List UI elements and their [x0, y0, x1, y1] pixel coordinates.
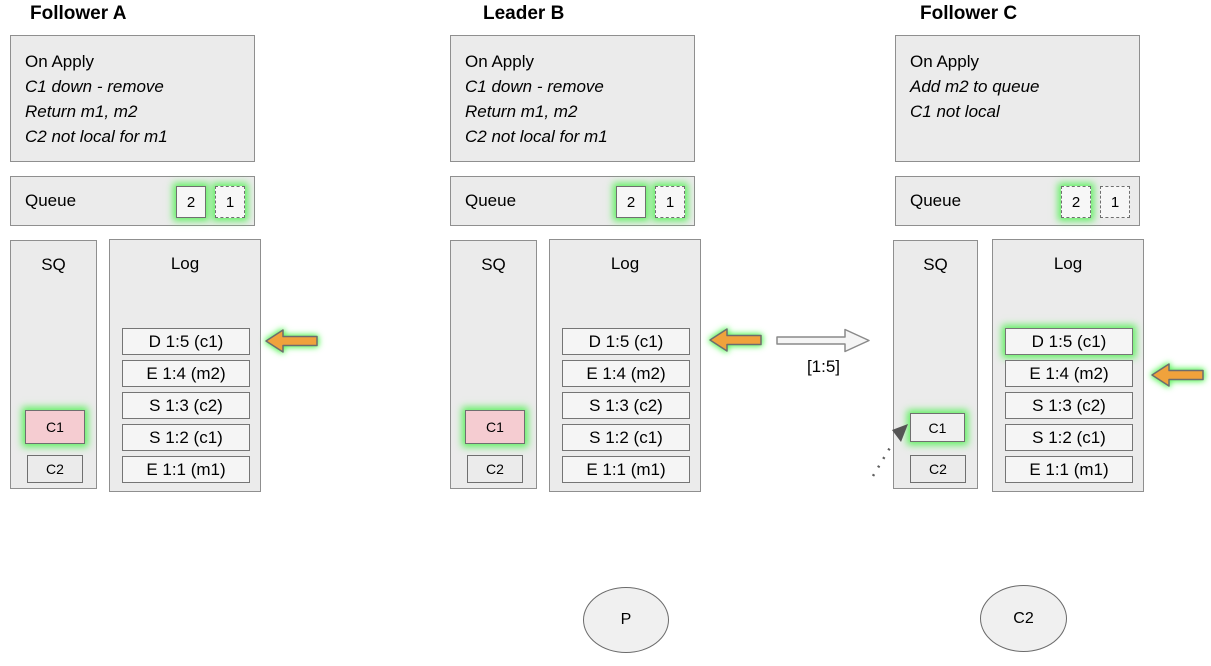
- process-ellipse-c2: C2: [980, 585, 1067, 652]
- node-follower-a: Follower A On Apply C1 down - remove Ret…: [10, 0, 262, 500]
- log-panel: Log D 1:5 (c1) E 1:4 (m2) S 1:3 (c2) S 1…: [549, 239, 701, 492]
- log-entry: S 1:2 (c1): [1005, 424, 1133, 451]
- replication-range-label: [1:5]: [806, 357, 841, 376]
- sq-item-c1: C1: [25, 410, 85, 444]
- on-apply-note: C1 not local: [910, 102, 1000, 121]
- on-apply-header: On Apply: [25, 52, 94, 71]
- sq-item-c1: C1: [910, 413, 965, 442]
- on-apply-note: Return m1, m2: [465, 102, 578, 121]
- log-entries: D 1:5 (c1) E 1:4 (m2) S 1:3 (c2) S 1:2 (…: [1005, 328, 1133, 483]
- log-label: Log: [610, 254, 640, 273]
- log-entries: D 1:5 (c1) E 1:4 (m2) S 1:3 (c2) S 1:2 (…: [562, 328, 690, 483]
- log-entry: E 1:1 (m1): [122, 456, 250, 483]
- on-apply-note: C2 not local for m1: [465, 127, 608, 146]
- sq-item-c1: C1: [465, 410, 525, 444]
- apply-cursor-arrow-b: [709, 328, 762, 352]
- sq-item-c2: C2: [467, 455, 523, 483]
- log-entry: E 1:4 (m2): [122, 360, 250, 387]
- on-apply-panel: On Apply C1 down - remove Return m1, m2 …: [10, 35, 255, 162]
- process-label: P: [620, 611, 632, 628]
- queue-item-2: 2: [616, 186, 646, 218]
- sq-item-c2: C2: [27, 455, 83, 483]
- on-apply-note: Return m1, m2: [25, 102, 138, 121]
- queue-panel: Queue 2 1: [450, 176, 695, 226]
- queue-item-2: 2: [176, 186, 206, 218]
- node-follower-c: Follower C On Apply Add m2 to queue C1 n…: [893, 0, 1145, 500]
- node-title: Follower A: [30, 3, 127, 24]
- session-queue-panel: SQ C1 C2: [893, 240, 978, 489]
- queue-item-2: 2: [1061, 186, 1091, 218]
- replication-arrow: [776, 328, 870, 353]
- log-panel: Log D 1:5 (c1) E 1:4 (m2) S 1:3 (c2) S 1…: [109, 239, 261, 492]
- log-entry: E 1:1 (m1): [1005, 456, 1133, 483]
- log-entry: E 1:1 (m1): [562, 456, 690, 483]
- on-apply-note: C2 not local for m1: [25, 127, 168, 146]
- node-title: Leader B: [483, 3, 565, 24]
- dotted-pointer-arrow-c1: [871, 424, 908, 477]
- queue-label: Queue: [25, 191, 77, 210]
- on-apply-panel: On Apply C1 down - remove Return m1, m2 …: [450, 35, 695, 162]
- node-title: Follower C: [920, 3, 1018, 24]
- session-queue-panel: SQ C1 C2: [10, 240, 97, 489]
- queue-panel: Queue 2 1: [10, 176, 255, 226]
- sq-label: SQ: [41, 255, 66, 274]
- log-entry: D 1:5 (c1): [1005, 328, 1133, 355]
- sq-label: SQ: [481, 255, 506, 274]
- sq-item-c2: C2: [910, 455, 966, 483]
- log-entry: S 1:2 (c1): [562, 424, 690, 451]
- log-entry: D 1:5 (c1): [562, 328, 690, 355]
- queue-item-1: 1: [655, 186, 685, 218]
- log-entry: E 1:4 (m2): [562, 360, 690, 387]
- apply-cursor-arrow-c: [1151, 363, 1204, 387]
- apply-cursor-arrow-a: [265, 329, 318, 353]
- on-apply-panel: On Apply Add m2 to queue C1 not local: [895, 35, 1140, 162]
- queue-item-1: 1: [215, 186, 245, 218]
- node-leader-b: Leader B On Apply C1 down - remove Retur…: [450, 0, 702, 500]
- on-apply-note: C1 down - remove: [25, 77, 164, 96]
- log-panel: Log D 1:5 (c1) E 1:4 (m2) S 1:3 (c2) S 1…: [992, 239, 1144, 492]
- queue-panel: Queue 2 1: [895, 176, 1140, 226]
- on-apply-note: Add m2 to queue: [910, 77, 1040, 96]
- on-apply-header: On Apply: [910, 52, 979, 71]
- on-apply-note: C1 down - remove: [465, 77, 604, 96]
- process-label: C2: [1013, 609, 1034, 627]
- sq-label: SQ: [923, 255, 948, 274]
- log-entry: S 1:3 (c2): [562, 392, 690, 419]
- session-queue-panel: SQ C1 C2: [450, 240, 537, 489]
- log-entry: S 1:3 (c2): [1005, 392, 1133, 419]
- queue-label: Queue: [910, 191, 962, 210]
- log-entries: D 1:5 (c1) E 1:4 (m2) S 1:3 (c2) S 1:2 (…: [122, 328, 250, 483]
- queue-item-1: 1: [1100, 186, 1130, 218]
- log-entry: D 1:5 (c1): [122, 328, 250, 355]
- process-ellipse-p: P: [583, 587, 669, 653]
- log-label: Log: [1053, 254, 1083, 273]
- queue-label: Queue: [465, 191, 517, 210]
- on-apply-header: On Apply: [465, 52, 534, 71]
- log-entry: E 1:4 (m2): [1005, 360, 1133, 387]
- log-label: Log: [170, 254, 200, 273]
- log-entry: S 1:2 (c1): [122, 424, 250, 451]
- log-entry: S 1:3 (c2): [122, 392, 250, 419]
